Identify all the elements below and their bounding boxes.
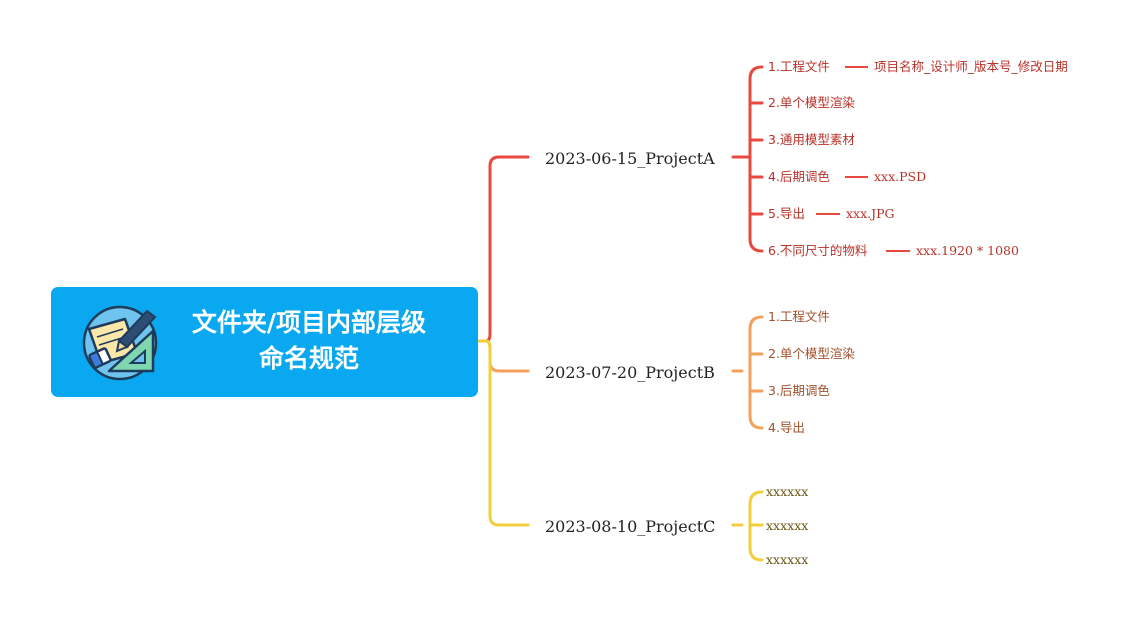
root-node[interactable]: 文件夹/项目内部层级 命名规范 — [51, 287, 478, 397]
bracket-a — [731, 65, 764, 253]
root-title: 文件夹/项目内部层级 命名规范 — [159, 305, 459, 377]
leaf-b-4[interactable]: 4.导出 — [768, 420, 805, 435]
connector-root-to-c — [476, 339, 530, 527]
sub-a-6[interactable]: xxx.1920 * 1080 — [916, 243, 1019, 258]
root-title-line1: 文件夹/项目内部层级 — [191, 308, 427, 337]
bracket-b — [731, 315, 764, 430]
leaf-b-1[interactable]: 1.工程文件 — [768, 309, 830, 324]
stationery-icon — [82, 305, 158, 381]
leaf-c-3[interactable]: xxxxxx — [766, 552, 809, 567]
sub-a-4[interactable]: xxx.PSD — [874, 169, 927, 184]
leaf-a-4[interactable]: 4.后期调色 — [768, 169, 830, 184]
leaf-a-2[interactable]: 2.单个模型渲染 — [768, 95, 855, 110]
leaf-b-3[interactable]: 3.后期调色 — [768, 383, 830, 398]
leaf-c-2[interactable]: xxxxxx — [766, 518, 809, 533]
sub-a-5[interactable]: xxx.JPG — [846, 206, 895, 221]
leaf-a-5[interactable]: 5.导出 — [768, 206, 805, 221]
leaf-a-6[interactable]: 6.不同尺寸的物料 — [768, 243, 868, 258]
branch-project-a[interactable]: 2023-06-15_ProjectA — [545, 149, 715, 168]
sub-a-1[interactable]: 项目名称_设计师_版本号_修改日期 — [874, 59, 1068, 74]
leaf-b-2[interactable]: 2.单个模型渲染 — [768, 346, 855, 361]
branch-project-b[interactable]: 2023-07-20_ProjectB — [545, 363, 715, 382]
leaf-a-1[interactable]: 1.工程文件 — [768, 59, 830, 74]
leaf-c-1[interactable]: xxxxxx — [766, 484, 809, 499]
leaf-a-3[interactable]: 3.通用模型素材 — [768, 132, 855, 147]
branch-project-c[interactable]: 2023-08-10_ProjectC — [545, 517, 716, 536]
connector-root-to-b — [476, 339, 530, 373]
connector-root-to-a — [476, 155, 530, 343]
root-title-line2: 命名规范 — [258, 344, 359, 373]
